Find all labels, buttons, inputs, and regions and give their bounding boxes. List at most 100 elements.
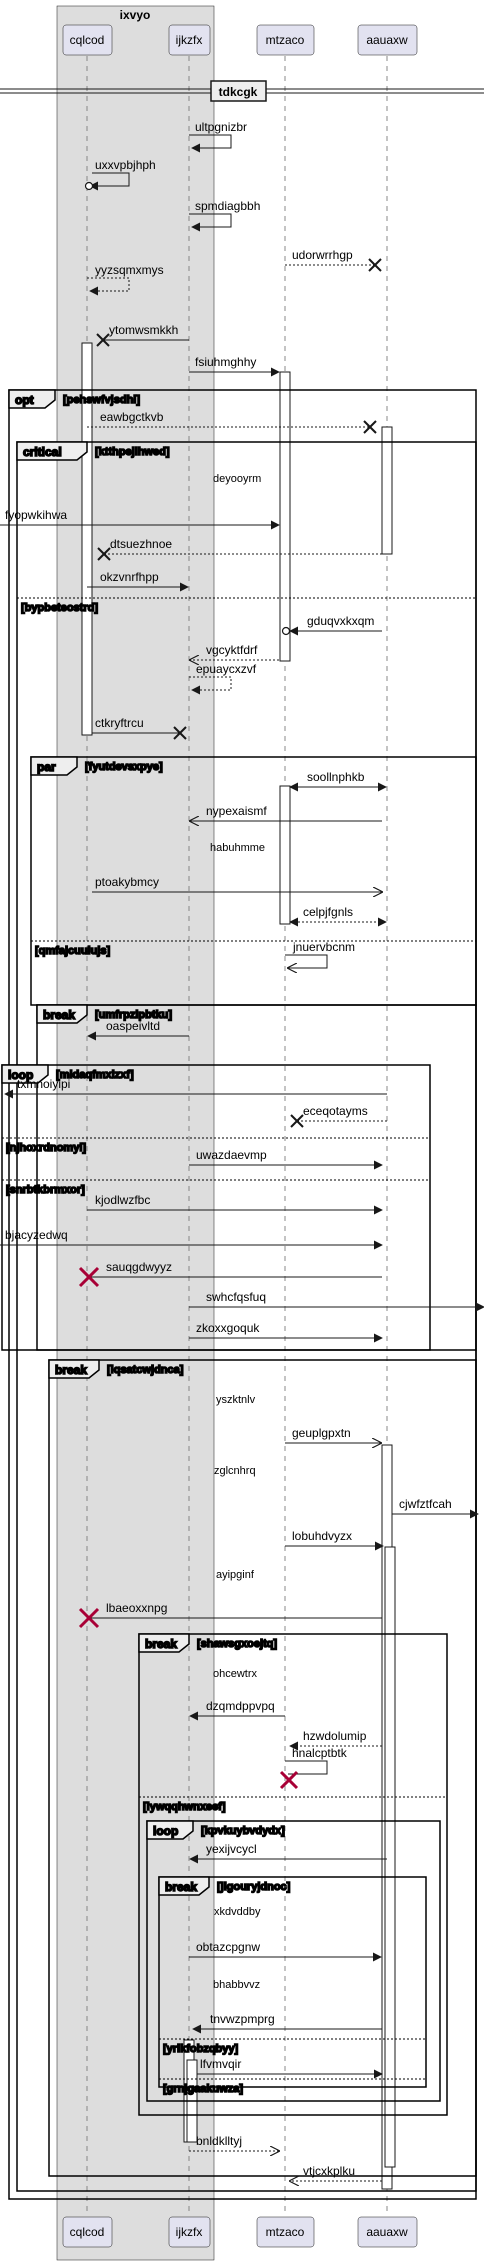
message-label: ctkryftrcu xyxy=(95,716,144,730)
fragment-keyword: loop xyxy=(8,1068,33,1082)
message-note: zglcnhrq xyxy=(214,1465,256,1477)
fragment-keyword: critical xyxy=(23,445,62,459)
message-m8: eawbgctkvb xyxy=(87,410,377,434)
message-label: epuaycxzvf xyxy=(196,662,257,676)
participant-mtzaco[interactable] xyxy=(256,24,315,56)
message-note: ayipginf xyxy=(216,1569,255,1581)
message-m38: lbaeoxxnpg xyxy=(78,1601,382,1629)
message-label: oaspeivltd xyxy=(106,1019,160,1033)
participant-aauaxw[interactable] xyxy=(357,24,418,56)
message-m40: dzqmdppvpq xyxy=(189,1699,285,1721)
fragment-break4: break[jlgouryjdnoc][yrikfobzqbyy][grnjga… xyxy=(158,1876,427,2096)
message-m30: swhcfqsfuq xyxy=(189,1290,484,1312)
fragment-else-guard: [lywqqhwnxeef] xyxy=(143,1801,226,1813)
message-label: ultpgnizbr xyxy=(195,120,247,134)
activation-bar xyxy=(81,342,93,736)
fragment-keyword: break xyxy=(55,1363,87,1377)
message-label: celpjfgnls xyxy=(303,905,353,919)
message-label: yyzsqmxmys xyxy=(95,263,164,277)
message-label: swhcfqsfuq xyxy=(206,1290,266,1304)
participant-label: cqlcod xyxy=(70,2225,105,2239)
message-m2: uxxvpbjhph xyxy=(84,158,156,191)
message-label: lobuhdvyzx xyxy=(292,1529,352,1543)
message-m20: ptoakybmcy xyxy=(92,875,382,892)
fragment-keyword: break xyxy=(43,1008,75,1022)
message-m36: lobuhdvyzx xyxy=(285,1529,384,1551)
message-m1: ultpgnizbr xyxy=(189,120,247,153)
message-m3: spmdiagbbh xyxy=(189,199,260,232)
message-m14: vgcyktfdrf xyxy=(190,643,279,660)
divider-label: tdkcgk xyxy=(219,85,258,99)
message-note: ohcewtrx xyxy=(213,1668,258,1680)
fragment-else-guard: [njhoxrdnomyl] xyxy=(6,1142,86,1154)
participant-label: cqlcod xyxy=(70,33,105,47)
message-label: sauqgdwyyz xyxy=(106,1260,172,1274)
message-m9: deyooyrm xyxy=(213,473,261,485)
message-m48: lfvmvqir xyxy=(197,2057,383,2079)
message-m46: bhabbvvz xyxy=(213,1979,260,1991)
participant-mtzaco[interactable] xyxy=(256,2216,315,2248)
activation-bar xyxy=(381,426,393,555)
message-label: cjwfztfcah xyxy=(399,1497,452,1511)
fragment-keyword: break xyxy=(145,1637,177,1651)
participant-box-ixvyo xyxy=(56,5,215,2261)
message-label: lbaeoxxnpg xyxy=(106,1601,167,1615)
participant-heads-top: cqlcod ijkzfx mtzaco aauaxw xyxy=(62,24,418,56)
fragments: opt[pehswfvjsdhi]critical[ktthpejlhwed][… xyxy=(1,389,477,2200)
message-m12: okzvnrfhpp xyxy=(87,570,189,592)
message-label: vtjcxkplku xyxy=(303,2164,355,2178)
message-label: vgcyktfdrf xyxy=(206,643,258,657)
message-label: nypexaismf xyxy=(206,804,267,818)
message-m18: nypexaismf xyxy=(190,804,382,821)
message-m21: celpjfgnls xyxy=(289,905,387,927)
message-label: jnuervbcnm xyxy=(292,940,355,954)
fragment-break3: break[shawsgxoejtq][lywqqhwnxeef] xyxy=(138,1633,448,2116)
participant-label: aauaxw xyxy=(366,33,408,47)
message-m11: dtsuezhnoe xyxy=(97,537,382,561)
participant-cqlcod[interactable] xyxy=(62,24,113,56)
message-label: okzvnrfhpp xyxy=(100,570,159,584)
fragment-guard: [lqsatcwjdnca] xyxy=(107,1364,184,1376)
message-label: kjodlwzfbc xyxy=(95,1193,150,1207)
fragment-break1: break[umfrpzlpbtku] xyxy=(36,1004,477,1351)
fragment-guard: [midaqfmxizxf] xyxy=(56,1069,134,1081)
fragment-keyword: opt xyxy=(15,393,34,407)
message-m25: eceqotayms xyxy=(290,1104,387,1128)
messages: ultpgnizbruxxvpbjhphspmdiagbbhudorwrrhgp… xyxy=(0,120,484,2181)
participant-cqlcod[interactable] xyxy=(62,2216,113,2248)
message-label: obtazcpgnw xyxy=(196,1940,260,1954)
participant-ijkzfx[interactable] xyxy=(168,2216,211,2248)
message-m13: gduqvxkxqm xyxy=(281,614,382,636)
message-label: dzqmdppvpq xyxy=(206,1699,275,1713)
message-note: deyooyrm xyxy=(213,473,261,485)
participant-label: mtzaco xyxy=(266,33,305,47)
participant-aauaxw[interactable] xyxy=(357,2216,418,2248)
participant-box-title: ixvyo xyxy=(120,8,151,22)
message-m7: fsiuhmghhy xyxy=(189,355,280,377)
message-label: fyopwkihwa xyxy=(5,508,67,522)
message-m16: ctkryftrcu xyxy=(92,716,187,740)
message-label: dtsuezhnoe xyxy=(110,537,172,551)
message-label: tnvwzpmprg xyxy=(210,2012,275,2026)
message-m44: xkdvddby xyxy=(214,1906,261,1918)
message-m22: jnuervbcnm xyxy=(285,940,355,968)
participant-ijkzfx[interactable] xyxy=(168,24,211,56)
message-m43: yexijvcycl xyxy=(189,1842,387,1864)
message-label: yexijvcycl xyxy=(206,1842,257,1856)
fragment-guard: [jlgouryjdnoc] xyxy=(217,1881,291,1893)
message-label: bnldklltyj xyxy=(196,2134,242,2148)
fragment-loop2: loop[kpvkuybvdydx] xyxy=(146,1820,441,2102)
fragment-else-guard: [yrikfobzqbyy] xyxy=(163,2043,239,2055)
participant-label: mtzaco xyxy=(266,2225,305,2239)
fragment-guard: [pehswfvjsdhi] xyxy=(63,394,140,406)
message-m17: soollnphkb xyxy=(289,770,387,792)
message-m5: yyzsqmxmys xyxy=(87,263,164,296)
message-note: yszktnlv xyxy=(216,1394,256,1406)
message-m41: hzwdolumip xyxy=(289,1729,382,1751)
message-label: geuplgpxtn xyxy=(292,1426,351,1440)
activation-bar xyxy=(384,1546,396,2168)
message-m19: habuhmme xyxy=(210,842,265,854)
message-m42: hnalcptbtk xyxy=(279,1746,348,1790)
message-label: uwazdaevmp xyxy=(196,1148,267,1162)
